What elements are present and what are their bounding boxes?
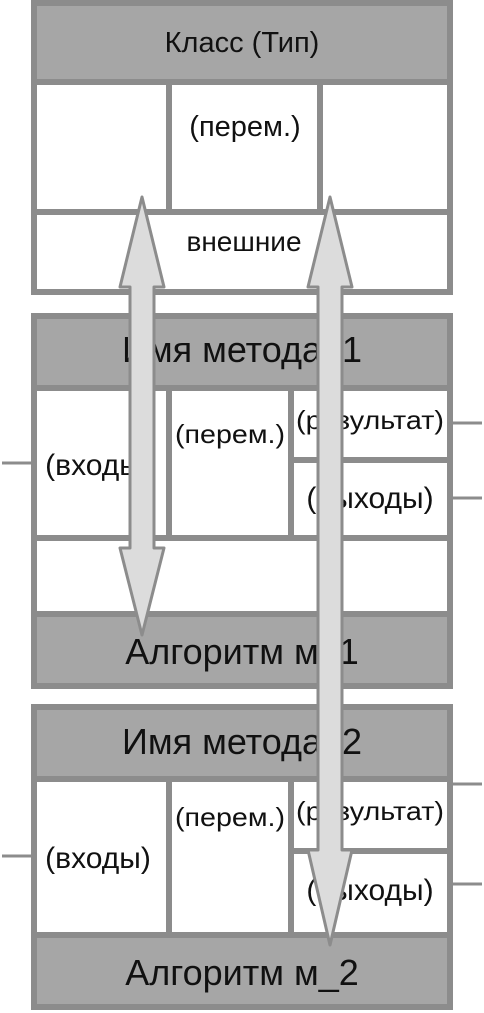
method-2-block: Имя метода_2 (входы) (перем.) (результат…: [2, 704, 482, 1010]
class-vars-label: (перем.): [189, 111, 300, 143]
class-header: [34, 3, 450, 82]
method-1-block: Имя метода_1 (входы) (перем.) (результат…: [2, 313, 482, 689]
double-arrow-class-to-method-1: [118, 195, 166, 637]
class-block: Класс (Тип) (перем.) внешние: [31, 0, 453, 295]
method-1-header: [34, 316, 450, 388]
double-arrow-class-to-method-2: [306, 195, 354, 947]
method-2-vars-label: (перем.): [175, 802, 285, 832]
method-2-header: [34, 707, 450, 779]
method-1-vars-label: (перем.): [175, 419, 285, 449]
class-external-label: внешние: [186, 226, 301, 257]
method-2-algorithm-bar: [34, 935, 450, 1007]
class-body: [34, 82, 450, 292]
method-2-inputs-label: (входы): [45, 842, 151, 875]
class-title: Класс (Тип): [165, 27, 320, 59]
method-2-algorithm-label: Алгоритм м_2: [125, 952, 359, 993]
method-1-algorithm-bar: [34, 614, 450, 686]
